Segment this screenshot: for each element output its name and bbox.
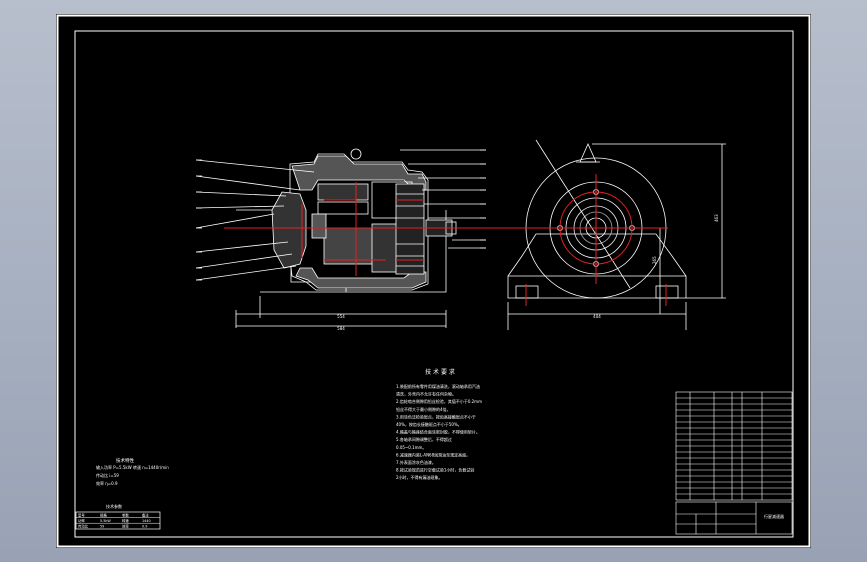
spec-lines: 输入功率 P=5.5kW 转速 n=1440r/min 传动比 i=59 效率 η=… xyxy=(96,464,169,486)
dim-front-width: 554 xyxy=(337,314,345,319)
tech-requirement-line: 6.减速器内装L-AN68润滑油至规定高度。 xyxy=(396,451,470,457)
input-flange xyxy=(271,191,307,269)
tech-requirements-lines: 1.装配前所有零件用煤油清洗，滚动轴承用汽油清洗，外壳内不允许有任何杂物。2.齿… xyxy=(396,383,482,480)
dim-side-height: 463 xyxy=(714,214,719,222)
front-dimension-lines xyxy=(235,296,447,328)
title-block-name: 行星减速器 xyxy=(764,513,784,519)
dim-side-width: 404 xyxy=(593,314,601,319)
tech-requirements: 技 术 要 求 1.装配前所有零件用煤油清洗，滚动轴承用汽油清洗，外壳内不允许有… xyxy=(396,368,482,480)
side-base xyxy=(507,233,687,299)
tech-requirement-line: 4.箱盖与箱座结合面涂密封胶，不得使用垫片。 xyxy=(396,429,480,435)
sheet-outer-border xyxy=(56,14,811,548)
parts-list xyxy=(675,391,793,501)
dim-front-base: 584 xyxy=(337,326,345,331)
title-block xyxy=(675,501,793,535)
left-table-cell: 功率 xyxy=(78,518,85,523)
tech-requirement-line: 40%，按齿长接触斑点不小于50%。 xyxy=(396,421,462,427)
front-section-view[interactable] xyxy=(195,148,486,328)
left-table-cell: 规格 xyxy=(100,513,107,518)
tech-requirement-line: 2.齿轮啮合侧隙用铅丝检验，其值不小于0.2mm xyxy=(396,398,482,404)
leader-lines-left xyxy=(195,159,315,281)
drawing-frame xyxy=(74,30,794,538)
front-centerlines xyxy=(224,182,488,276)
part-index-marks xyxy=(196,149,486,281)
tech-requirement-line: 0.05~0.1mm。 xyxy=(396,445,426,450)
left-table-cell: 备注 xyxy=(142,513,149,518)
left-table-cell: 转速 xyxy=(122,518,129,523)
tech-requirement-line: 3.用涂色法检验斑点，按齿高接触斑点不小于 xyxy=(396,413,476,419)
left-table-cell: 参数 xyxy=(122,513,129,518)
tech-requirement-line: 7.外表面涂灰色油漆。 xyxy=(396,459,436,465)
tech-requirement-line: 清洗，外壳内不允许有任何杂物。 xyxy=(396,391,456,397)
spec-line: 输入功率 P=5.5kW 转速 n=1440r/min xyxy=(96,464,169,470)
side-centerlines xyxy=(486,174,668,306)
lifting-eye xyxy=(350,148,362,160)
left-table-title: 技术参数 xyxy=(106,503,122,509)
spec-line: 效率 η=0.9 xyxy=(96,480,118,486)
left-table-cell: 5.5kW xyxy=(100,519,111,523)
tech-requirement-line: 铅丝不得大于最小侧隙的4倍。 xyxy=(396,406,451,412)
left-table-cell: 传动比 xyxy=(78,524,89,529)
tech-requirement-line: 8.按试验规范进行空载试验1小时，负载试验 xyxy=(396,467,474,473)
dim-side-center: 265 xyxy=(652,256,657,264)
housing-hatch-lower xyxy=(295,267,427,289)
tech-requirement-line: 1.装配前所有零件用煤油清洗，滚动轴承用汽油 xyxy=(396,383,480,389)
spec-title: 技术特性 xyxy=(116,457,134,464)
tech-requirements-title: 技 术 要 求 xyxy=(425,368,455,376)
left-table-cell: 1440 xyxy=(142,519,151,523)
drawing-sheet[interactable]: 554 584 404 463 265 技 术 要 求 1.装配前所有零件用煤油… xyxy=(56,14,811,548)
left-table-cell: 0.9 xyxy=(142,525,147,529)
spec-line: 传动比 i=59 xyxy=(96,472,119,478)
left-table-cell: 型号 xyxy=(78,513,85,518)
left-table-cell: 59 xyxy=(100,525,104,529)
assembly-drawing: 554 584 404 463 265 技 术 要 求 1.装配前所有零件用煤油… xyxy=(56,14,811,548)
left-table-cell: 效率 xyxy=(122,524,129,529)
tech-requirement-line: 2小时，不得有漏油现象。 xyxy=(396,474,443,480)
side-view[interactable] xyxy=(507,139,726,330)
spec-notes: 技术特性 输入功率 P=5.5kW 转速 n=1440r/min 传动比 i=59… xyxy=(96,457,169,486)
tech-requirement-line: 5.各轴承间隙调整后，不得超过 xyxy=(396,436,452,442)
